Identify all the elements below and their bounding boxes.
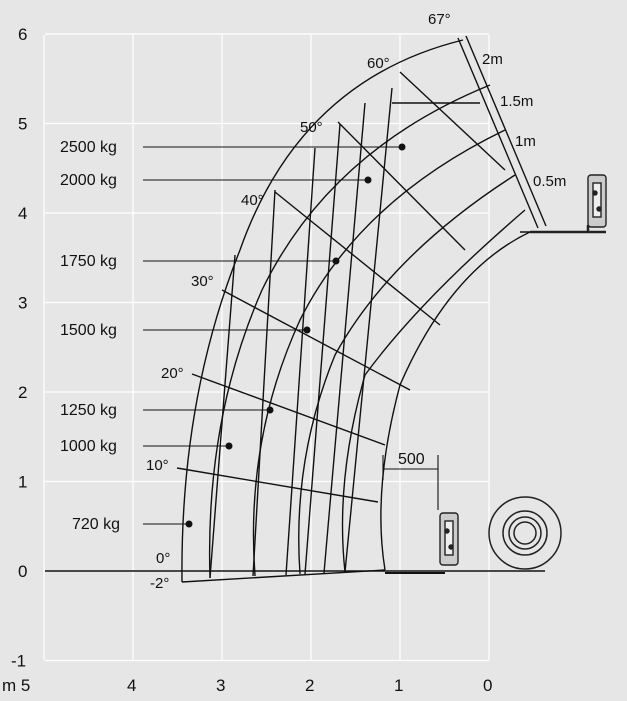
extension-label-2m: 2m [482,51,503,68]
extension-arc-1 [208,84,491,579]
zone-line-6 [344,87,393,573]
fork-carriage-icon [530,174,607,234]
load-envelope [176,39,531,583]
load-points [185,143,406,528]
load-label-1500: 1500 kg [60,322,117,339]
load-point-2000 [364,176,372,184]
angle-line-20 [191,373,386,446]
load-point-1500 [303,326,311,334]
angle-line-40 [274,191,441,326]
dimension-label: 500 [398,451,425,468]
fork-carriage-icon-lower [439,512,459,566]
angle-line-60 [399,71,506,171]
angle-label-10: 10° [146,457,169,474]
bottom-envelope-edge [181,569,386,583]
load-label-720: 720 kg [72,516,120,533]
wheel-icon [488,496,562,570]
x-tick-label: 2 [305,676,314,695]
load-point-1250 [266,406,274,414]
load-label-1000: 1000 kg [60,438,117,455]
extension-label-1-5m: 1.5m [500,93,533,110]
zone-line-4 [304,123,341,575]
y-tick-label: -1 [11,652,26,671]
load-point-720 [185,520,193,528]
zone-line-1 [209,254,236,579]
dimension-500 [382,455,439,510]
zone-line-3 [285,147,316,576]
load-point-2500 [398,143,406,151]
load-label-1250: 1250 kg [60,402,117,419]
angle-label-50: 50° [300,119,323,136]
x-tick-label: 3 [216,676,225,695]
extension-label-1m: 1m [515,133,536,150]
zone-line-5 [323,102,366,574]
load-point-1750 [332,257,340,265]
angle-labels: 67° 60° 50° 40° 30° 20° 10° 0° -2° [146,11,451,592]
x-tick-label: 4 [127,676,136,695]
angle-label-60: 60° [367,55,390,72]
angle-label-minus2: -2° [150,575,169,592]
load-labels: 2500 kg 2000 kg 1750 kg 1500 kg 1250 kg … [60,139,120,533]
y-tick-label: 6 [18,25,27,44]
y-tick-label: 5 [18,115,27,134]
load-label-2500: 2500 kg [60,139,117,156]
extension-arc-2 [252,129,506,577]
y-tick-label: 0 [18,562,27,581]
angle-label-0: 0° [156,550,170,567]
angle-label-40: 40° [241,192,264,209]
angle-line-50 [337,121,466,251]
y-tick-label: 4 [18,204,27,223]
x-tick-label: 1 [394,676,403,695]
x-tick-label: 0 [483,676,492,695]
angle-line-30 [221,289,411,391]
extension-label-0-5m: 0.5m [533,173,566,190]
angle-label-67: 67° [428,11,451,28]
extension-arc-3 [298,174,516,575]
extension-labels: 2m 1.5m 1m 0.5m [482,51,566,190]
extension-arc-4 [341,209,526,573]
x-axis-ticks: m 5 4 3 2 1 0 [2,676,492,695]
load-point-1000 [225,442,233,450]
y-tick-label: 3 [18,294,27,313]
y-axis-ticks: 6 5 4 3 2 1 0 -1 [11,25,27,671]
load-label-1750: 1750 kg [60,253,117,270]
angle-label-20: 20° [161,365,184,382]
angle-label-30: 30° [191,273,214,290]
zone-line-2 [252,189,276,577]
load-leaders [143,146,402,525]
y-tick-label: 2 [18,383,27,402]
load-label-2000: 2000 kg [60,172,117,189]
x-tick-label: m 5 [2,676,30,695]
y-tick-label: 1 [18,473,27,492]
angle-line-10 [176,467,379,503]
